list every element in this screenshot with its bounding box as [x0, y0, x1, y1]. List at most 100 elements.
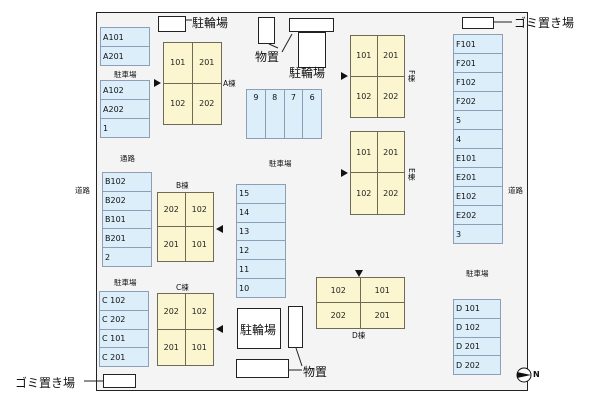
parking-spot: C 102 [102, 296, 126, 306]
parking-d-label: 駐車場 [466, 269, 489, 278]
building-c-label: C棟 [176, 283, 189, 292]
building-b: 202 102 201 101 [157, 192, 214, 262]
parking-spot: B102 [105, 177, 126, 187]
parking-spot: C 202 [100, 309, 148, 329]
bicycle-parking-top-right-label: 駐輪場 [289, 66, 326, 80]
unit: 202 [383, 189, 399, 198]
garbage-bottom-box [103, 374, 136, 388]
compass-label: N [533, 370, 540, 379]
parking-fe: F101 F201 F102 F202 5 4 E101 E201 E102 E… [453, 34, 503, 244]
parking-spot: C 101 [100, 328, 148, 348]
compass-north-icon [516, 366, 540, 384]
parking-spot: D 202 [454, 355, 500, 374]
parking-spot: B101 [103, 209, 151, 229]
parking-spot: A202 [101, 99, 149, 118]
unit: 202 [158, 294, 186, 330]
unit: 101 [191, 239, 207, 249]
building-a-label: A棟 [223, 79, 236, 88]
bicycle-parking-bottom-label: 駐輪場 [240, 323, 277, 337]
garbage-top-label: ゴミ置き場 [514, 16, 575, 30]
unit: 102 [351, 173, 378, 214]
entrance-arrow-d-icon [355, 270, 363, 277]
bicycle-parking-top-label: 駐輪場 [192, 16, 229, 30]
storage-bottom-tall-box [288, 306, 303, 348]
parking-a-label: 駐車場 [114, 70, 137, 79]
parking-d: D 101 D 102 D 201 D 202 [453, 299, 501, 375]
building-a: 101 201 102 202 [163, 42, 222, 125]
building-b-label: B棟 [176, 181, 189, 190]
unit: 201 [158, 329, 186, 365]
parking-spot: 1 [101, 118, 149, 137]
building-f-label: F棟 [407, 70, 416, 82]
storage-bottom-label: 物置 [303, 365, 328, 379]
unit: 102 [317, 278, 361, 303]
unit: 202 [317, 303, 361, 328]
building-d-label: D棟 [352, 331, 366, 340]
unit: 102 [164, 83, 193, 124]
parking-b: B102 B202 B101 B201 2 [102, 172, 152, 267]
unit: 202 [383, 92, 399, 102]
parking-spot: F202 [454, 91, 502, 110]
parking-spot: F102 [454, 72, 502, 91]
road-right-label: 道路 [508, 186, 523, 195]
parking-c-label: 駐車場 [114, 278, 137, 287]
bicycle-parking-bottom-box [237, 308, 281, 349]
parking-spot: C 201 [100, 347, 148, 366]
parking-spot: 15 [239, 189, 250, 199]
entrance-arrow-b-icon [216, 225, 223, 233]
unit: 202 [158, 193, 186, 227]
unit: 101 [351, 132, 378, 173]
bicycle-parking-top-box [158, 16, 186, 32]
parking-spot: 3 [454, 224, 502, 243]
unit: 102 [185, 193, 213, 227]
parking-spot: E201 [454, 167, 502, 186]
parking-spot: F201 [454, 53, 502, 72]
inner-road-label: 通路 [120, 154, 135, 163]
parking-spot: A102 [103, 85, 124, 95]
unit: 201 [377, 132, 404, 173]
building-d: 102 101 202 201 [316, 277, 405, 329]
parking-spot: 14 [237, 202, 285, 222]
unit: 201 [374, 311, 390, 320]
entrance-arrow-a-icon [154, 79, 161, 87]
parking-c: C 102 C 202 C 101 C 201 [99, 291, 149, 367]
unit: 102 [185, 294, 213, 330]
garbage-top-box [462, 17, 494, 29]
parking-spot: 12 [237, 240, 285, 259]
parking-spot: E102 [454, 186, 502, 205]
unit: 101 [191, 342, 207, 352]
entrance-arrow-c-icon [216, 325, 223, 333]
bicycle-parking-top-right-box [298, 32, 326, 68]
entrance-arrow-e-icon [341, 169, 348, 177]
unit: 101 [164, 43, 193, 84]
parking-spot: D 201 [454, 336, 500, 356]
parking-spot: B202 [103, 190, 151, 210]
storage-top-small-box [258, 17, 275, 44]
unit: 202 [199, 99, 215, 109]
parking-spot: D 101 [456, 304, 480, 314]
building-c: 202 102 201 101 [157, 293, 214, 366]
storage-top-wide-box [289, 18, 334, 32]
parking-spot: 10 [237, 278, 285, 297]
parking-spot: 8 [264, 90, 284, 138]
storage-top-label: 物置 [255, 50, 280, 64]
parking-spot: 13 [237, 221, 285, 241]
building-e: 101 201 102 202 [350, 131, 405, 215]
unit: 101 [360, 278, 404, 303]
storage-bottom-wide-box [236, 359, 289, 378]
parking-spot: 6 [302, 90, 321, 138]
parking-center-top: 9 8 7 6 [246, 89, 322, 139]
parking-spot: A201 [101, 46, 149, 65]
parking-spot: F101 [456, 39, 476, 49]
unit: 201 [192, 43, 221, 84]
parking-a-upper: A101 A201 [100, 27, 150, 66]
unit: 201 [158, 227, 186, 261]
unit: 101 [351, 36, 378, 77]
parking-center-label: 駐車場 [269, 159, 292, 168]
parking-center: 15 14 13 12 11 10 [236, 184, 286, 298]
parking-spot: E101 [454, 148, 502, 167]
building-e-label: E棟 [407, 168, 416, 181]
parking-spot: 7 [283, 90, 303, 138]
unit: 102 [351, 76, 378, 117]
parking-spot: 11 [237, 259, 285, 278]
